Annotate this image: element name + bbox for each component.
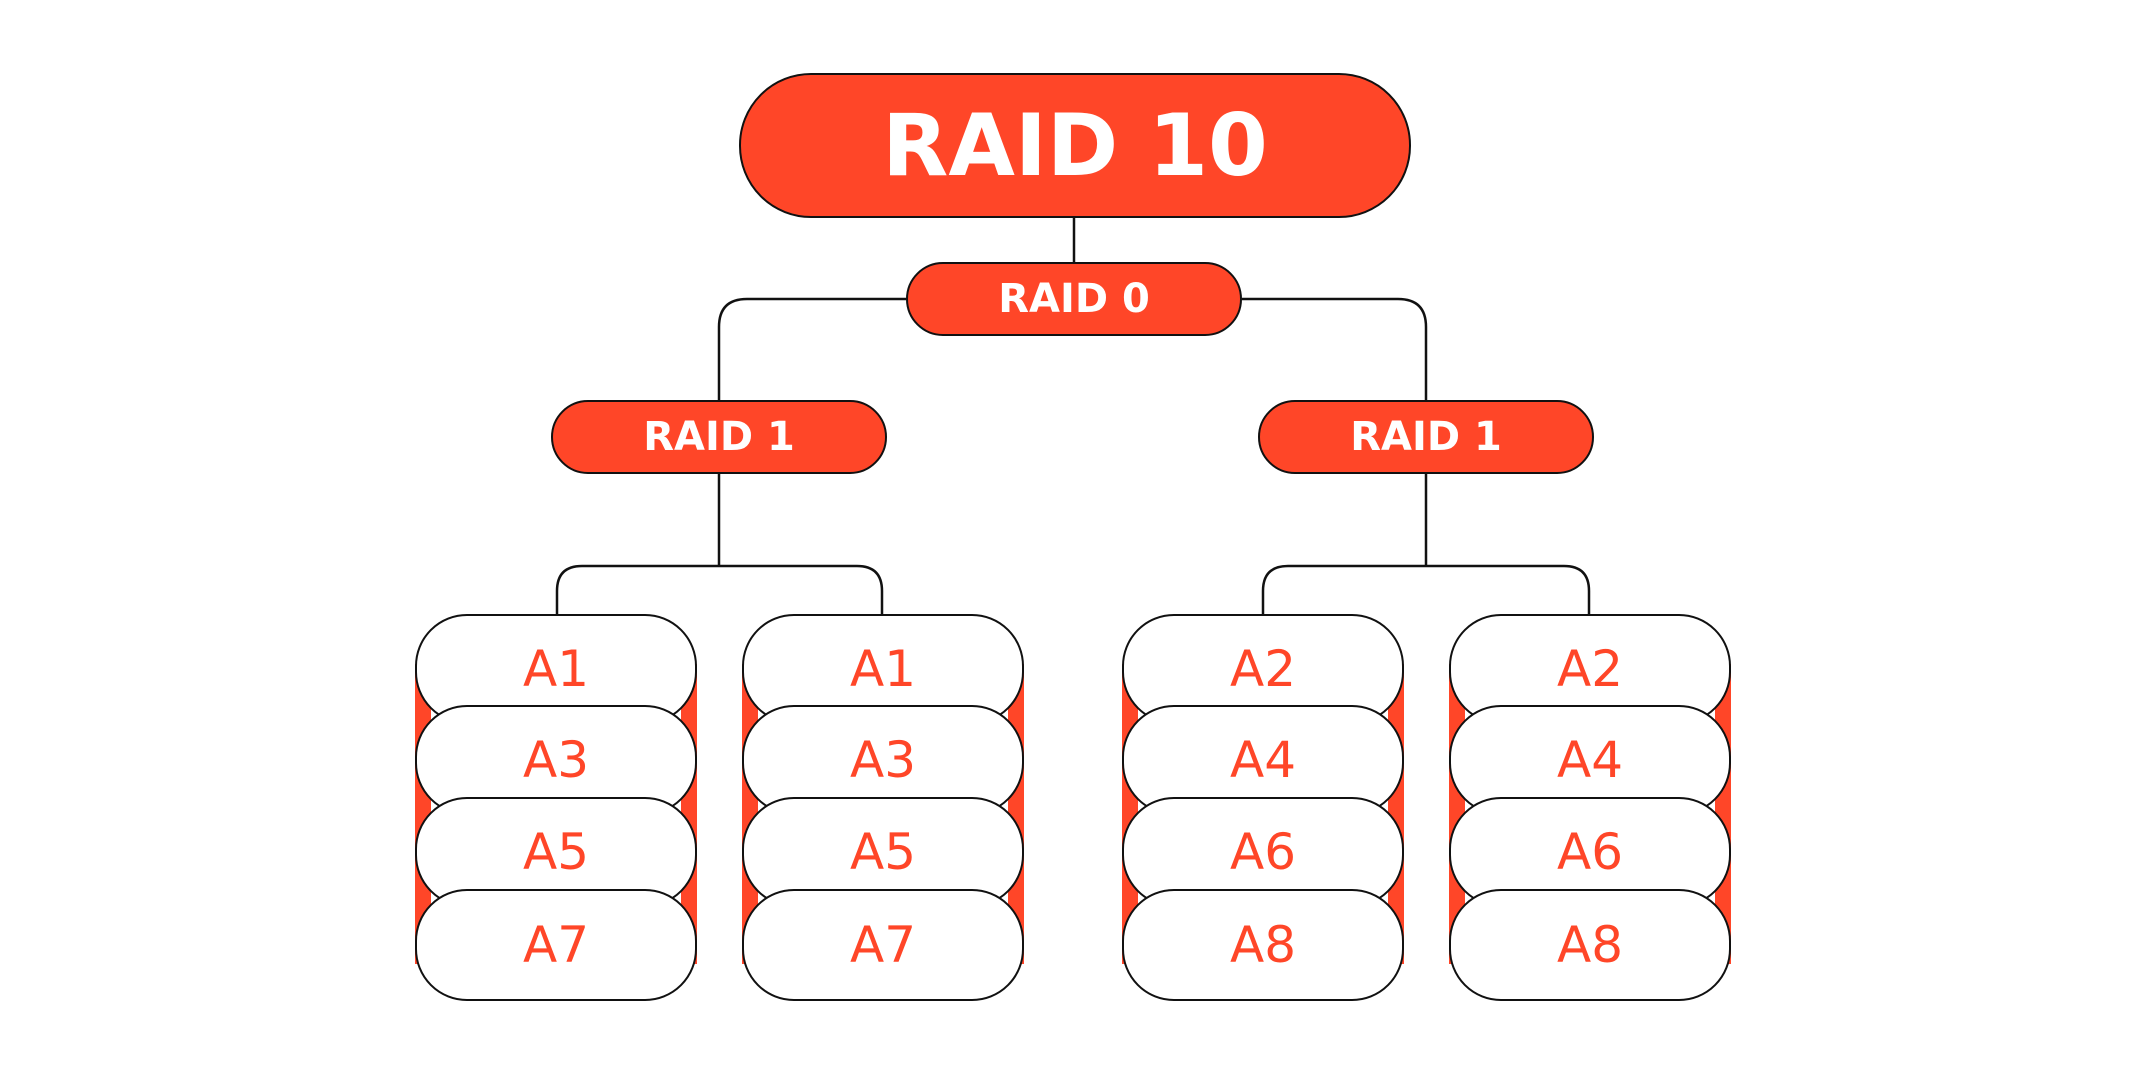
disk-block: A4 <box>1122 705 1404 815</box>
disk-block: A6 <box>1122 797 1404 907</box>
disk-stack-4: A2 A4 A6 A8 <box>1449 614 1731 1001</box>
raid10-node: RAID 10 <box>739 73 1411 218</box>
connector-raid1-left-branch <box>555 564 884 614</box>
raid1-node-left: RAID 1 <box>551 400 887 474</box>
disk-block: A4 <box>1449 705 1731 815</box>
disk-stack-1: A1 A3 A5 A7 <box>415 614 697 1001</box>
raid0-node: RAID 0 <box>906 262 1242 336</box>
disk-block: A7 <box>742 889 1024 1001</box>
disk-block: A6 <box>1449 797 1731 907</box>
disk-block: A5 <box>742 797 1024 907</box>
connector-raid1-right-branch <box>1261 564 1591 614</box>
disk-block: A8 <box>1122 889 1404 1001</box>
disk-block: A8 <box>1449 889 1731 1001</box>
raid1-node-right: RAID 1 <box>1258 400 1594 474</box>
disk-stack-3: A2 A4 A6 A8 <box>1122 614 1404 1001</box>
connector-raid0-raid1-left <box>717 297 906 400</box>
connector-raid0-raid1-right <box>1242 297 1428 400</box>
disk-stack-2: A1 A3 A5 A7 <box>742 614 1024 1001</box>
disk-block: A7 <box>415 889 697 1001</box>
